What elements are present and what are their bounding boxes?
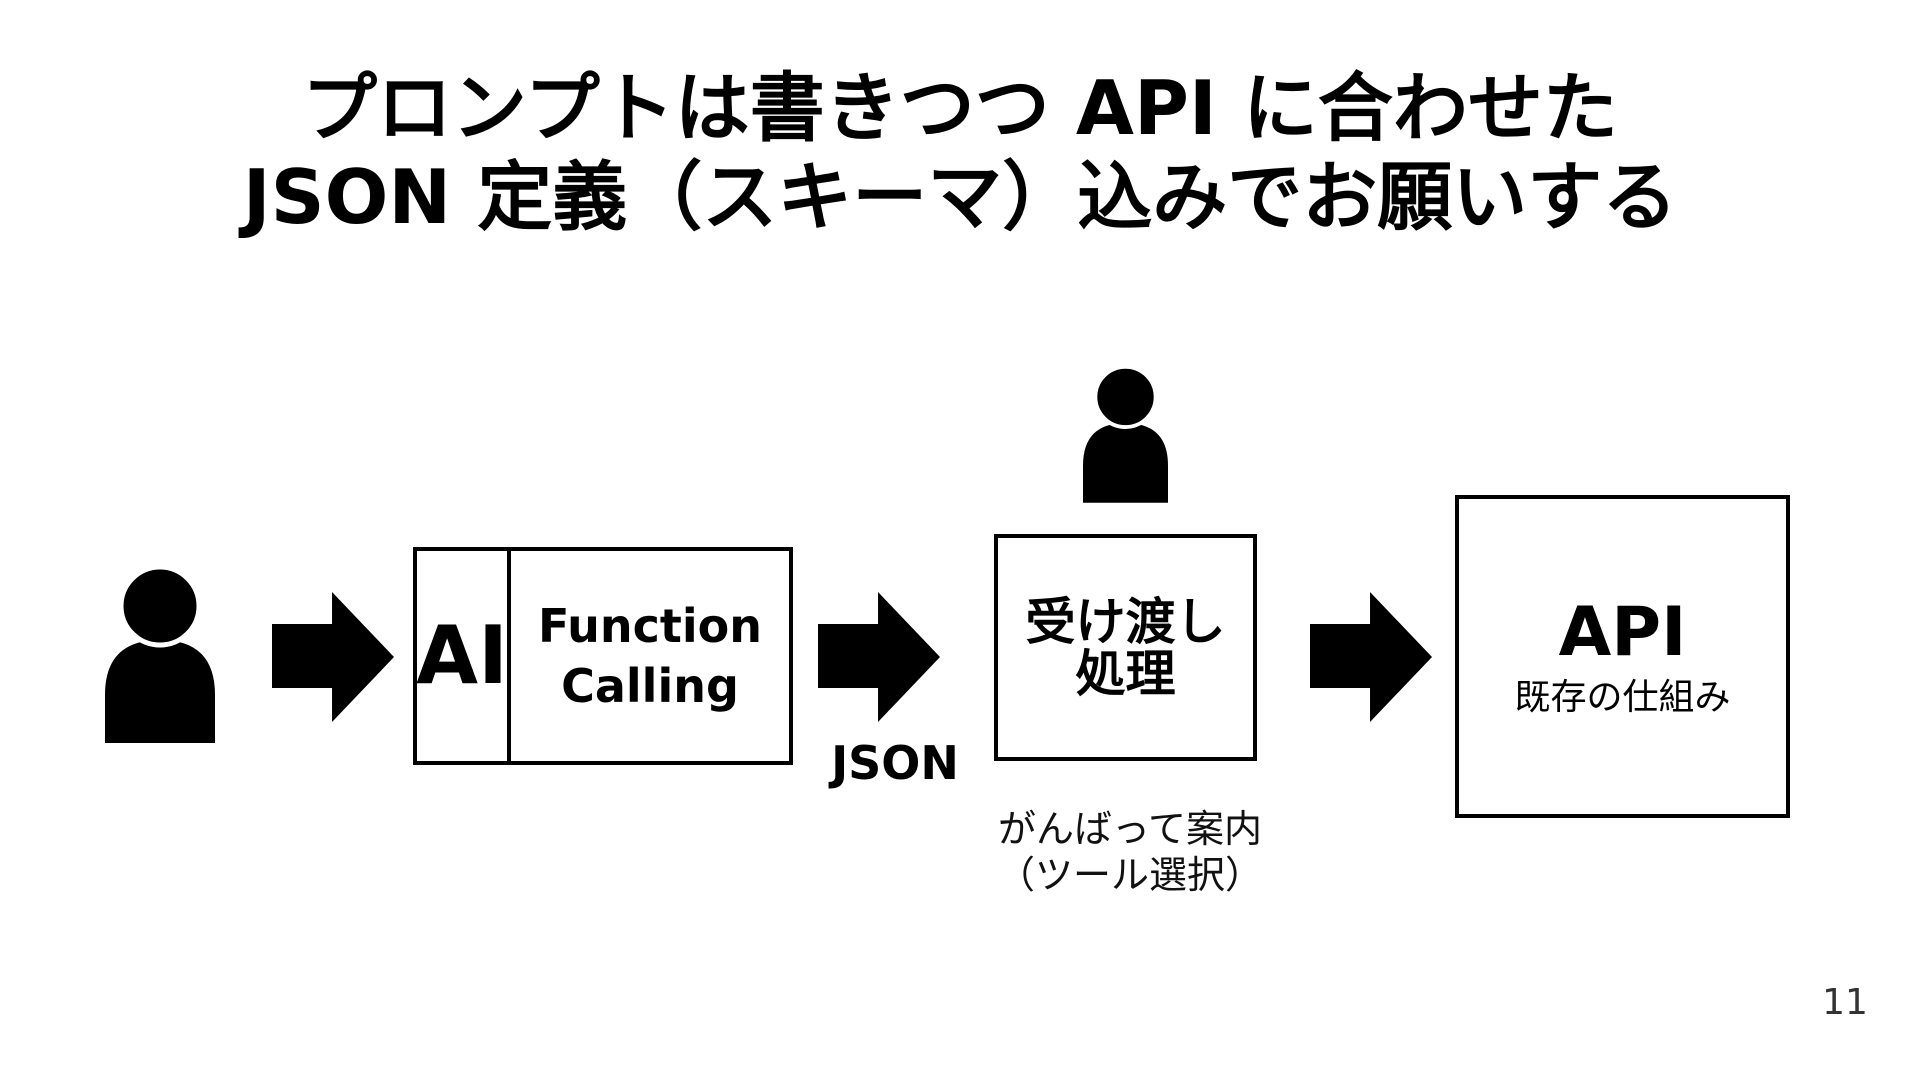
user-person-icon [105,565,215,743]
page-title-line-2: JSON 定義（スキーマ）込みでお願いする [242,153,1678,241]
api-box: API 既存の仕組み [1455,495,1790,818]
page-title: プロンプトは書きつつ API に合わせた JSON 定義（スキーマ）込みでお願い… [0,64,1920,242]
operator-person-icon [1083,365,1168,503]
function-calling-label: Function Calling [511,551,789,761]
api-box-title: API [1558,592,1687,672]
handoff-note-line-1: がんばって案内 [997,807,1263,851]
ai-function-box: AI Function Calling [413,547,793,765]
function-calling-line-2: Calling [561,659,739,713]
function-calling-line-1: Function [537,599,762,653]
handoff-note: がんばって案内 （ツール選択） [980,806,1280,898]
json-output-label: JSON [831,736,959,790]
arrow-right-icon-2 [818,592,940,722]
arrow-right-icon-3 [1310,592,1432,722]
page-number: 11 [1822,982,1868,1023]
api-box-subtitle: 既存の仕組み [1514,676,1731,718]
handoff-note-line-2: （ツール選択） [996,853,1263,897]
handoff-box: 受け渡し 処理 [994,534,1257,761]
ai-cell-label: AI [416,551,511,761]
arrow-right-icon-1 [272,592,394,722]
page-title-line-1: プロンプトは書きつつ API に合わせた [302,64,1618,152]
handoff-box-line-2: 処理 [1075,644,1176,703]
handoff-box-line-1: 受け渡し [1025,592,1226,651]
